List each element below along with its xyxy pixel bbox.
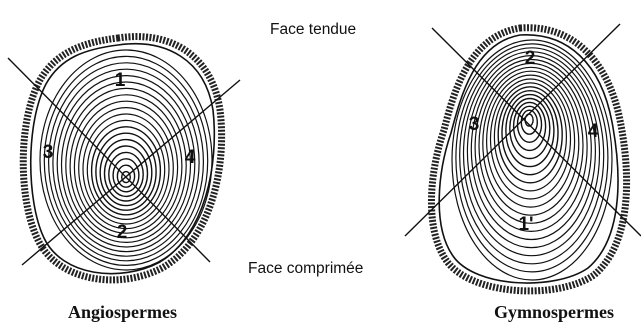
angiosperm-sector-label-2: 2 <box>117 222 128 243</box>
gymnosperm-growth-rings <box>452 40 612 280</box>
angiosperm-sector-label-3: 3 <box>43 142 54 163</box>
angiosperm-sector-label-1: 1 <box>115 70 126 91</box>
growth-ring <box>506 95 554 167</box>
angiospermes-caption: Angiospermes <box>68 302 177 323</box>
face-comprimee-label: Face comprimée <box>248 260 363 278</box>
angiosperm-section: 1 2 3 4 <box>8 37 240 280</box>
angiosperm-sector-label-4: 4 <box>185 147 196 168</box>
face-tendue-label: Face tendue <box>270 21 356 39</box>
angiosperm-division-line-a <box>8 58 210 262</box>
gymnospermes-caption: Gymnospermes <box>494 302 614 323</box>
growth-ring <box>510 99 550 159</box>
gymnosperm-sector-label-1prime: 1' <box>518 214 533 235</box>
gymnosperm-section: 2 1' 3 4 <box>405 24 641 291</box>
gymnosperm-sector-label-3: 3 <box>469 114 480 135</box>
gymnosperm-sector-label-2: 2 <box>525 48 536 69</box>
gymnosperm-sector-label-4: 4 <box>588 121 599 142</box>
